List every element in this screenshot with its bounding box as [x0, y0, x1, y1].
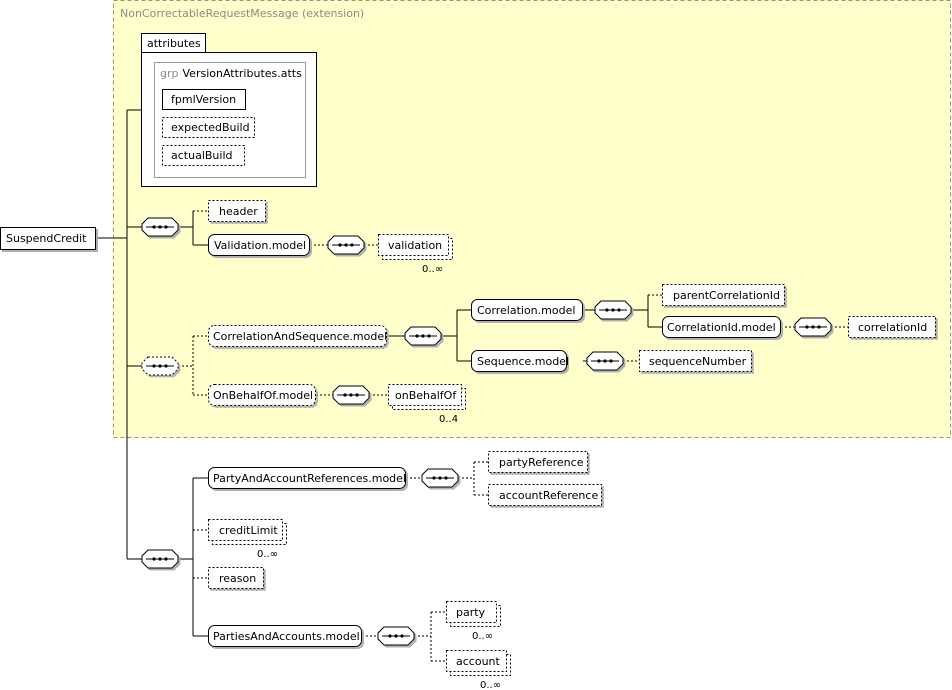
extension-label: NonCorrectableRequestMessage (extension) — [120, 7, 364, 20]
element-party[interactable] — [446, 601, 497, 623]
element-account-label: account — [456, 655, 501, 668]
sequence-compositor[interactable] — [332, 385, 370, 405]
root-element-box[interactable] — [0, 227, 96, 250]
connectors — [96, 109, 848, 662]
root-element-label: SuspendCredit — [6, 232, 87, 245]
attributes-title: attributes — [147, 37, 201, 50]
sequence-compositor[interactable] — [586, 351, 624, 371]
sequence-compositor[interactable] — [594, 300, 632, 320]
group-correlation-and-sequence-model[interactable] — [208, 325, 387, 347]
attribute-fpml-version[interactable] — [162, 89, 246, 110]
group-sequence-model[interactable] — [471, 350, 567, 372]
group-name: VersionAttributes.atts — [183, 67, 303, 80]
group-correlation-and-sequence-model-label: CorrelationAndSequence.model — [213, 330, 387, 343]
party-cardinality: 0..∞ — [472, 631, 493, 642]
attribute-expected-build-label: expectedBuild — [171, 121, 250, 134]
sequence-compositor[interactable] — [794, 317, 832, 337]
group-sequence-model-label: Sequence.model — [477, 355, 569, 368]
element-on-behalf-of[interactable] — [388, 384, 462, 406]
element-validation[interactable] — [378, 234, 449, 256]
on-behalf-of-cardinality: 0..4 — [439, 414, 458, 425]
element-account[interactable] — [446, 650, 507, 672]
element-reason[interactable] — [208, 567, 264, 589]
account-cardinality: 0..∞ — [480, 680, 501, 690]
group-parties-and-accounts-model-label: PartiesAndAccounts.model — [213, 630, 360, 643]
attribute-actual-build[interactable] — [162, 145, 245, 166]
sequence-compositor[interactable] — [377, 626, 415, 646]
sequence-compositor[interactable] — [404, 326, 442, 346]
credit-limit-cardinality: 0..∞ — [257, 549, 278, 560]
group-keyword: grp — [160, 67, 179, 80]
sequence-compositor[interactable] — [327, 235, 365, 255]
group-on-behalf-of-model[interactable] — [208, 384, 316, 406]
group-correlation-model[interactable] — [471, 299, 583, 321]
element-party-reference-label: partyReference — [499, 456, 584, 469]
group-correlation-id-model-label: CorrelationId.model — [667, 321, 776, 334]
sequence-compositor[interactable] — [141, 549, 179, 569]
element-reason-label: reason — [219, 572, 256, 585]
group-party-and-account-references-model[interactable] — [208, 467, 406, 489]
group-party-and-account-references-model-label: PartyAndAccountReferences.model — [213, 472, 406, 485]
element-header-label: header — [219, 205, 258, 218]
attribute-group-label: grp VersionAttributes.atts — [160, 67, 302, 80]
element-header[interactable] — [208, 200, 266, 222]
sequence-compositors — [141, 217, 832, 646]
sequence-compositor[interactable] — [141, 356, 179, 376]
attribute-fpml-version-label: fpmlVersion — [171, 93, 236, 106]
sequence-compositor[interactable] — [141, 217, 179, 237]
element-sequence-number[interactable] — [639, 350, 752, 372]
element-correlation-id[interactable] — [848, 316, 936, 338]
group-validation-model-label: Validation.model — [214, 239, 306, 252]
attribute-actual-build-label: actualBuild — [171, 149, 232, 162]
element-sequence-number-label: sequenceNumber — [649, 355, 747, 368]
group-correlation-model-label: Correlation.model — [477, 304, 575, 317]
attribute-expected-build[interactable] — [162, 117, 255, 138]
group-validation-model[interactable] — [208, 234, 310, 256]
element-party-label: party — [456, 606, 486, 619]
group-on-behalf-of-model-label: OnBehalfOf.model — [213, 389, 313, 402]
element-credit-limit[interactable] — [208, 519, 283, 541]
validation-cardinality: 0..∞ — [422, 264, 443, 275]
element-parent-correlation-id[interactable] — [662, 284, 785, 306]
group-correlation-id-model[interactable] — [662, 316, 781, 338]
element-credit-limit-label: creditLimit — [219, 524, 278, 537]
element-parent-correlation-id-label: parentCorrelationId — [673, 289, 780, 302]
element-on-behalf-of-label: onBehalfOf — [395, 389, 457, 402]
element-account-reference[interactable] — [488, 484, 602, 506]
element-account-reference-label: accountReference — [499, 489, 598, 502]
sequence-compositor[interactable] — [421, 468, 459, 488]
group-parties-and-accounts-model[interactable] — [208, 625, 362, 647]
element-party-reference[interactable] — [488, 451, 588, 473]
attributes-tab — [141, 33, 206, 53]
element-validation-label: validation — [388, 239, 442, 252]
element-correlation-id-label: correlationId — [858, 321, 927, 334]
